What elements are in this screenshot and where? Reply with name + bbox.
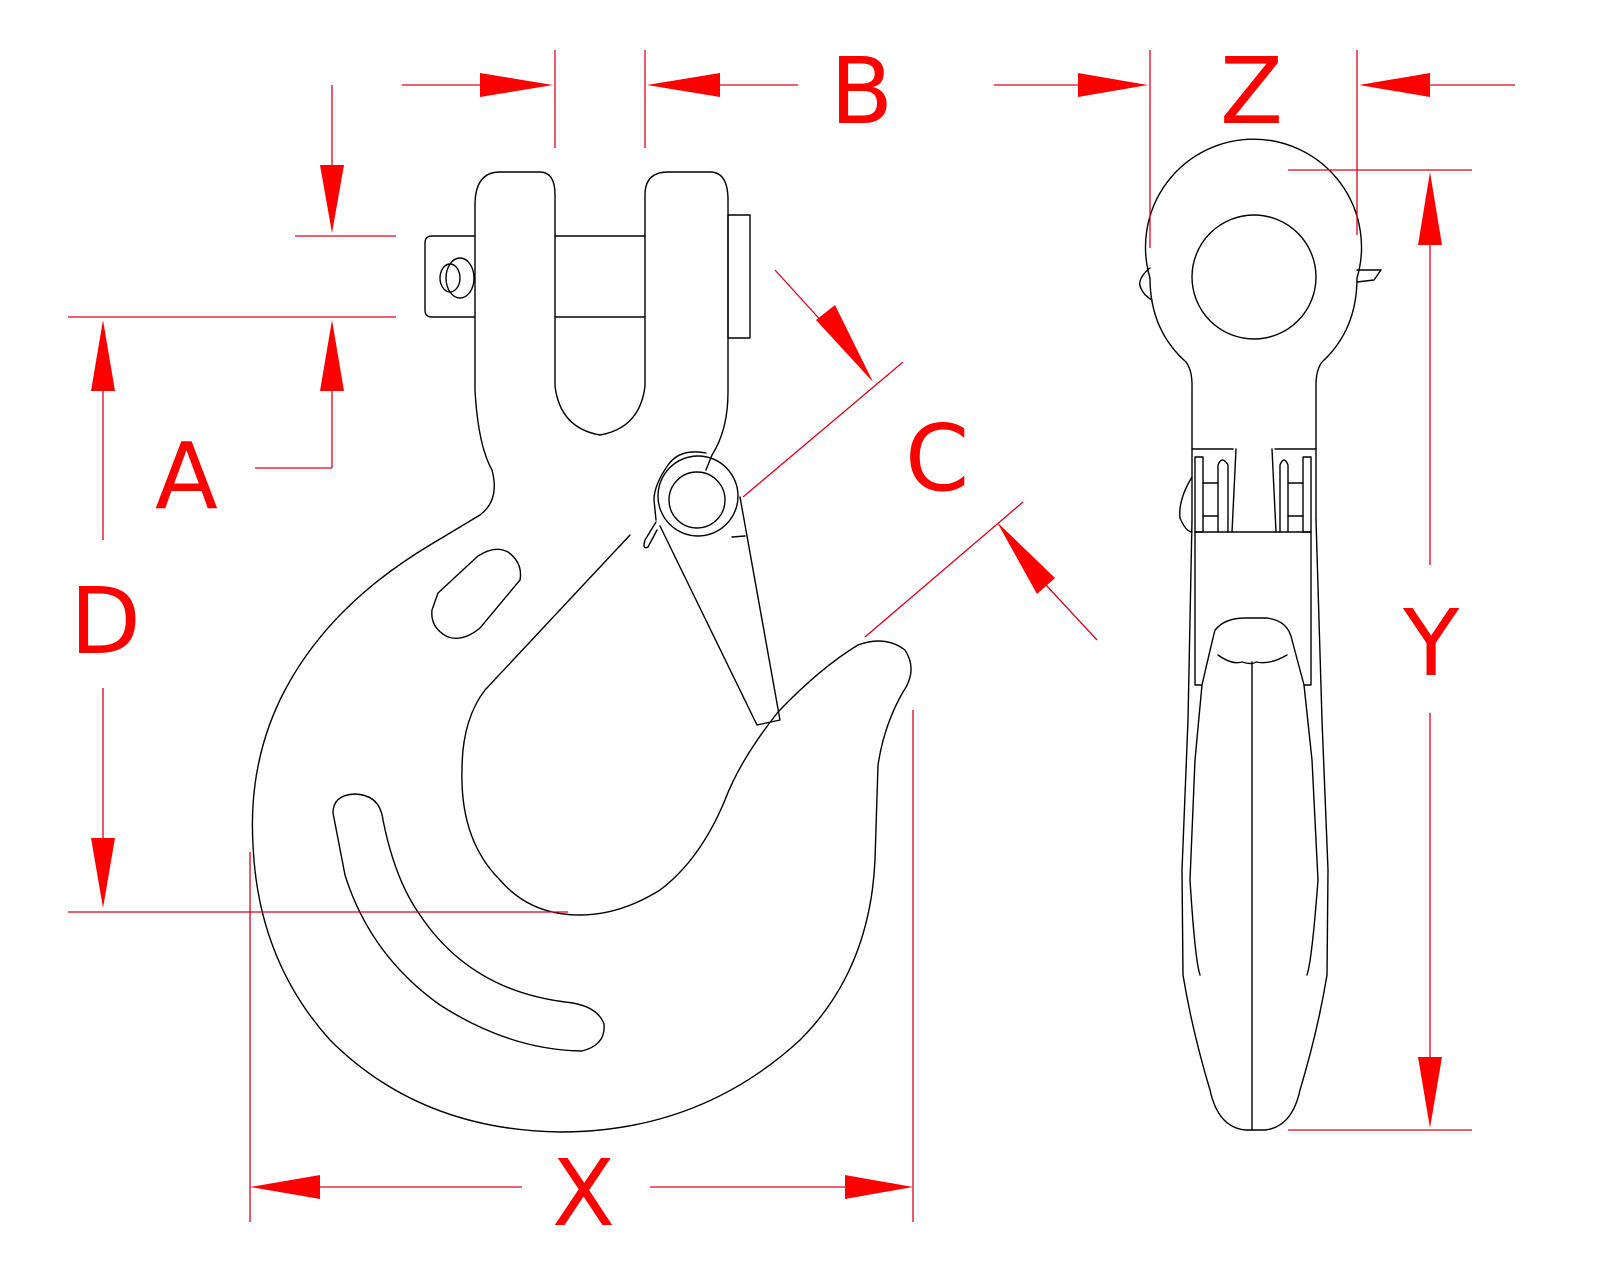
dimension-label-b: B (830, 38, 893, 145)
latch-pivot (653, 451, 739, 537)
clevis-pin (554, 214, 751, 339)
latch-arm (659, 496, 781, 726)
dimension-y: Y (1288, 169, 1472, 1131)
dimension-b: B (402, 38, 893, 148)
dimension-label-z: Z (1220, 38, 1283, 145)
dimension-d: D (68, 320, 568, 913)
front-view (251, 171, 912, 1133)
hook-slot-lower (332, 793, 605, 1052)
eye-outer (1144, 138, 1363, 521)
dimension-label-x: X (552, 1140, 615, 1247)
dimension-c: C (742, 269, 1098, 641)
dimension-annotations: B A D C (68, 38, 1515, 1247)
dimension-x: X (249, 710, 914, 1247)
dimension-label-c: C (905, 405, 969, 512)
hook-slot-upper (431, 548, 522, 640)
side-view (1139, 138, 1382, 1131)
dimension-a: A (68, 85, 396, 530)
hook-body-outline (474, 171, 729, 471)
dimension-label-d: D (70, 568, 141, 675)
pin-cotter-tab (424, 235, 476, 318)
side-latch-hinge (1179, 448, 1317, 533)
dimension-label-y: Y (1402, 590, 1460, 697)
dimension-label-a: A (155, 423, 218, 530)
dimension-z: Z (994, 38, 1515, 248)
